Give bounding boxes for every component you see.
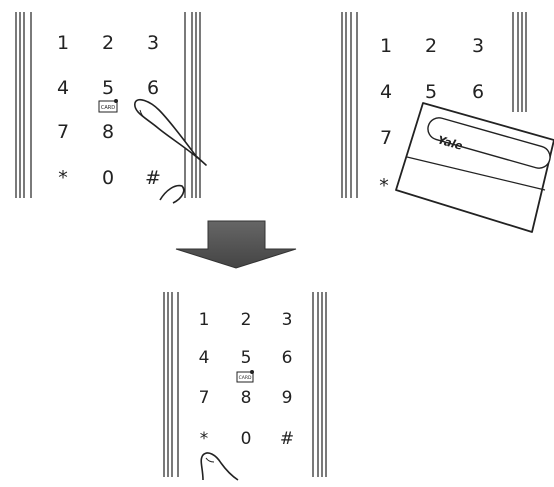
svg-text:CARD: CARD bbox=[101, 105, 115, 111]
key-hash: # bbox=[280, 429, 294, 449]
key-star: * bbox=[200, 429, 209, 449]
key-star: * bbox=[58, 167, 68, 189]
key-2: 2 bbox=[425, 35, 437, 57]
key-2: 2 bbox=[241, 310, 252, 330]
key-5: 5 bbox=[102, 77, 114, 99]
key-3: 3 bbox=[472, 35, 484, 57]
key-4: 4 bbox=[199, 348, 210, 368]
key-hash: # bbox=[145, 167, 161, 189]
key-1: 1 bbox=[380, 35, 392, 57]
keycard-icon: Yale bbox=[396, 103, 554, 232]
key-2: 2 bbox=[102, 32, 114, 54]
key-7: 7 bbox=[199, 388, 210, 408]
key-0: 0 bbox=[102, 167, 114, 189]
key-6: 6 bbox=[147, 77, 159, 99]
key-5: 5 bbox=[241, 348, 252, 368]
key-8: 8 bbox=[102, 121, 114, 143]
door-rail-left bbox=[16, 12, 31, 198]
key-4: 4 bbox=[57, 77, 69, 99]
panel-finger-touch: 1 2 3 4 5 6 7 8 * 0 # CARD bbox=[16, 12, 206, 203]
key-7: 7 bbox=[57, 121, 69, 143]
key-1: 1 bbox=[57, 32, 69, 54]
card-indicator-1: CARD bbox=[99, 99, 118, 112]
key-9: 9 bbox=[282, 388, 293, 408]
key-4: 4 bbox=[380, 81, 392, 103]
pointing-finger-icon bbox=[201, 453, 238, 480]
key-star: * bbox=[379, 175, 389, 197]
key-3: 3 bbox=[147, 32, 159, 54]
key-0: 0 bbox=[241, 429, 252, 449]
key-6: 6 bbox=[282, 348, 293, 368]
key-5: 5 bbox=[425, 81, 437, 103]
key-3: 3 bbox=[282, 310, 293, 330]
down-arrow-icon bbox=[176, 221, 296, 268]
key-1: 1 bbox=[199, 310, 210, 330]
panel-card-tap: 1 2 3 4 5 6 7 * Yale bbox=[342, 12, 554, 232]
door-rail-left-2 bbox=[342, 12, 357, 198]
key-8: 8 bbox=[241, 388, 252, 408]
door-rail-right-2 bbox=[513, 12, 526, 112]
panel-press-star: 1 2 3 4 5 6 7 8 9 * 0 # CARD bbox=[164, 292, 326, 480]
card-indicator-3: CARD bbox=[237, 370, 254, 382]
key-7: 7 bbox=[380, 127, 392, 149]
door-rail-left-3 bbox=[164, 292, 178, 477]
svg-text:CARD: CARD bbox=[239, 375, 252, 381]
door-rail-right-3 bbox=[313, 292, 326, 477]
door-rail-right bbox=[185, 12, 200, 198]
key-6: 6 bbox=[472, 81, 484, 103]
